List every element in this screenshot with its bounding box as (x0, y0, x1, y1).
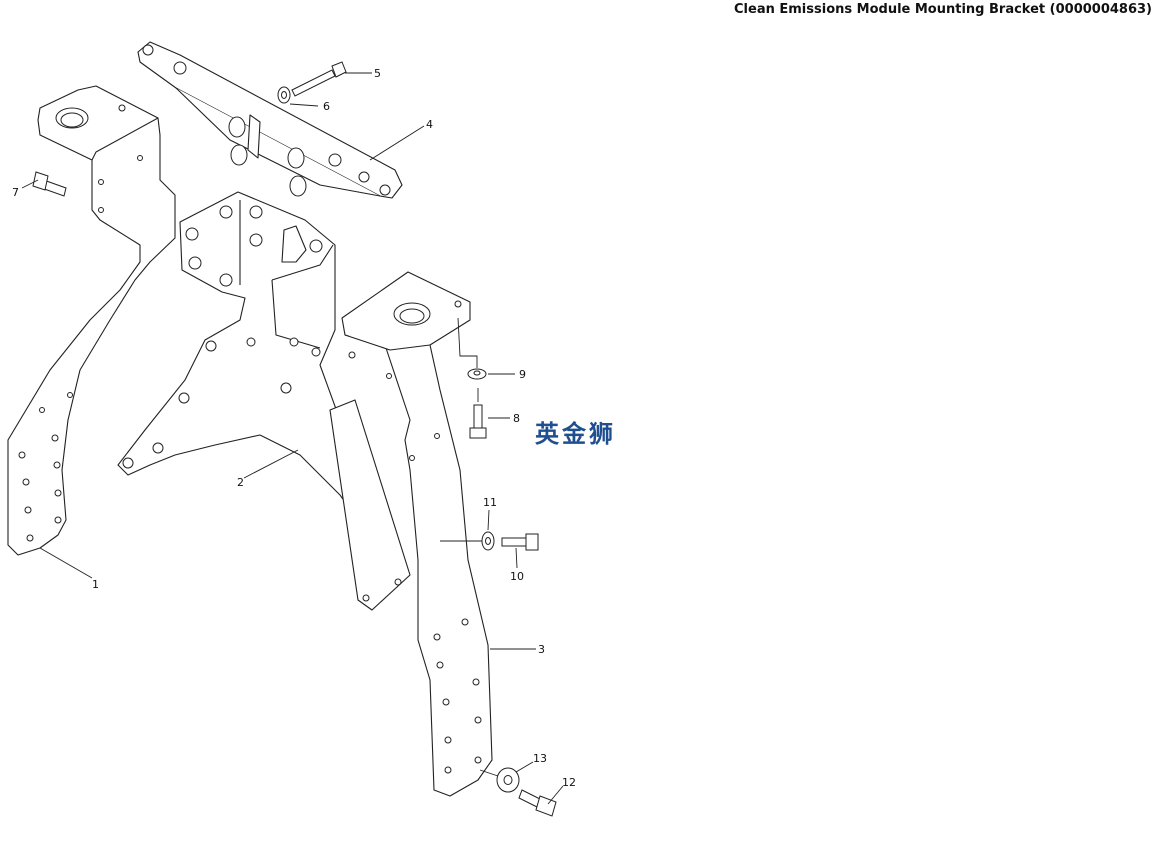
leader-lines (21, 72, 564, 805)
part-13-washer[interactable] (496, 767, 520, 793)
callout-9: 9 (519, 368, 526, 381)
callout-4: 4 (426, 118, 433, 131)
part-10-bolt[interactable] (501, 533, 539, 551)
callout-11: 11 (483, 496, 497, 509)
part-12-bolt[interactable] (518, 789, 557, 817)
callout-8: 8 (513, 412, 520, 425)
part-6-washer[interactable] (277, 86, 291, 104)
part-2-center-bracket[interactable] (117, 191, 411, 611)
callout-13: 13 (533, 752, 547, 765)
part-3-right-bracket[interactable] (341, 271, 493, 797)
watermark-text: 英金狮 (535, 420, 616, 448)
part-9-washer[interactable] (467, 368, 487, 380)
callout-6: 6 (323, 100, 330, 113)
part-5-bolt[interactable] (291, 61, 347, 97)
callout-2: 2 (237, 476, 244, 489)
part-7-stud[interactable] (32, 171, 67, 197)
callout-12: 12 (562, 776, 576, 789)
callout-10: 10 (510, 570, 524, 583)
callout-3: 3 (538, 643, 545, 656)
callout-5: 5 (374, 67, 381, 80)
part-8-bolt[interactable] (469, 404, 487, 439)
diagram-title: Clean Emissions Module Mounting Bracket … (734, 2, 1152, 17)
callout-7: 7 (12, 186, 19, 199)
part-1-left-bracket[interactable] (7, 85, 176, 556)
part-4-crossbar[interactable] (137, 41, 403, 199)
callout-1: 1 (92, 578, 99, 591)
part-11-washer[interactable] (481, 531, 495, 551)
